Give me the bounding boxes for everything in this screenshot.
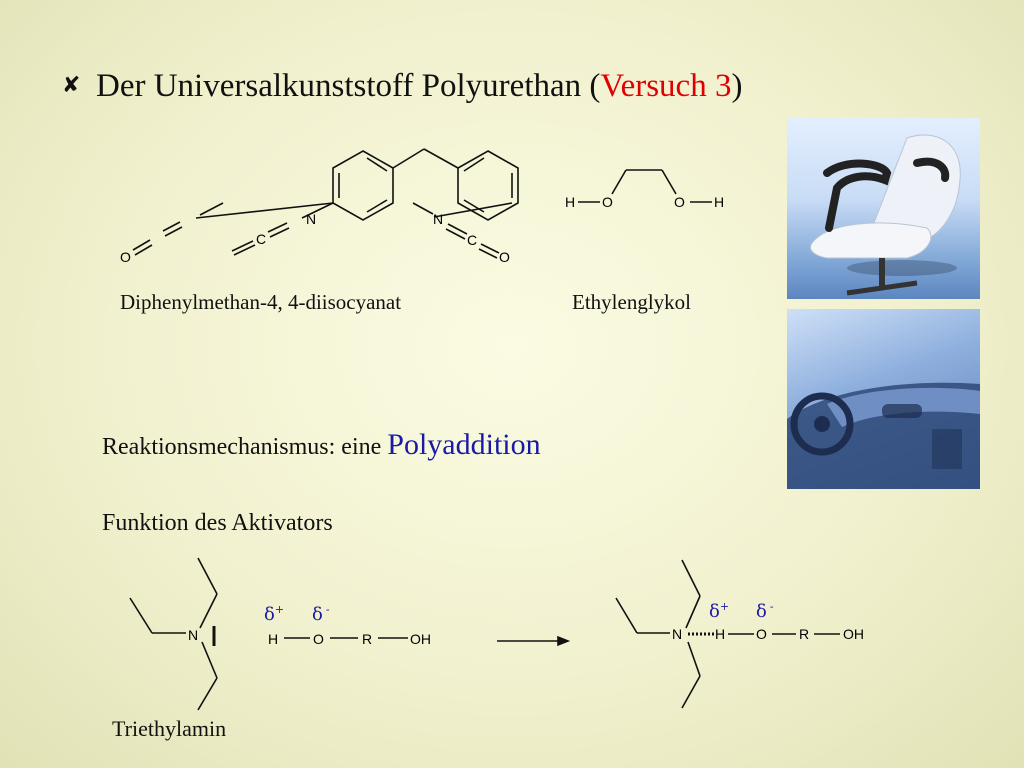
office-chair-photo: [787, 118, 980, 299]
atom-o-left: O: [120, 249, 131, 265]
atom-o-right: O: [674, 194, 685, 210]
activator-heading: Funktion des Aktivators: [102, 510, 333, 536]
title-close: ): [731, 68, 743, 104]
product-n: N: [672, 626, 682, 642]
triethylamine-label: Triethylamin: [112, 716, 227, 741]
delta-plus-right: δ+: [709, 600, 729, 622]
mechanism-prefix: Reaktionsmechanismus: eine: [102, 434, 388, 460]
product-r: R: [799, 626, 809, 642]
mechanism-line: Reaktionsmechanismus: eine Polyaddition: [102, 428, 541, 462]
ethylene-glycol-structure: H O O H: [565, 169, 724, 210]
mdi-nco-groups: N C O: [132, 202, 513, 265]
product-h: H: [715, 626, 725, 642]
reactant-h: H: [268, 631, 278, 647]
activator-reaction: N H O R OH δ+ δ- δ+ δ- N H O R OH: [129, 557, 864, 711]
mdi-label: Diphenylmethan-4, 4-diisocyanat: [120, 290, 402, 314]
title-highlight: Versuch 3: [600, 68, 732, 104]
product-oh: OH: [843, 626, 864, 642]
delta-minus-right: δ-: [756, 600, 774, 622]
mechanism-highlight: Polyaddition: [387, 428, 541, 461]
x-mark-icon: ✘: [62, 73, 81, 98]
reactant-oh: OH: [410, 631, 431, 647]
atom-h-left: H: [565, 194, 575, 210]
mdi-structure: N C O: [120, 148, 519, 265]
amine-n-left: N: [188, 627, 198, 643]
atom-c-left: C: [256, 231, 266, 247]
atom-o-left: O: [602, 194, 613, 210]
atom-o-right: O: [499, 249, 510, 265]
atom-n-right: N: [433, 211, 443, 227]
delta-minus-left: δ-: [312, 603, 330, 625]
slide-title: ✘ Der Universalkunststoff Polyurethan (Ve…: [62, 66, 742, 106]
reactant-r: R: [362, 631, 372, 647]
reactant-o: O: [313, 631, 324, 647]
atom-n-left: N: [306, 211, 316, 227]
atom-c-right: C: [467, 232, 477, 248]
title-text: Der Universalkunststoff Polyurethan (: [96, 68, 601, 104]
car-dashboard-photo: [787, 309, 980, 489]
product-o: O: [756, 626, 767, 642]
atom-h-right: H: [714, 194, 724, 210]
delta-plus-left: δ+: [264, 603, 284, 625]
glycol-label: Ethylenglykol: [572, 290, 691, 314]
